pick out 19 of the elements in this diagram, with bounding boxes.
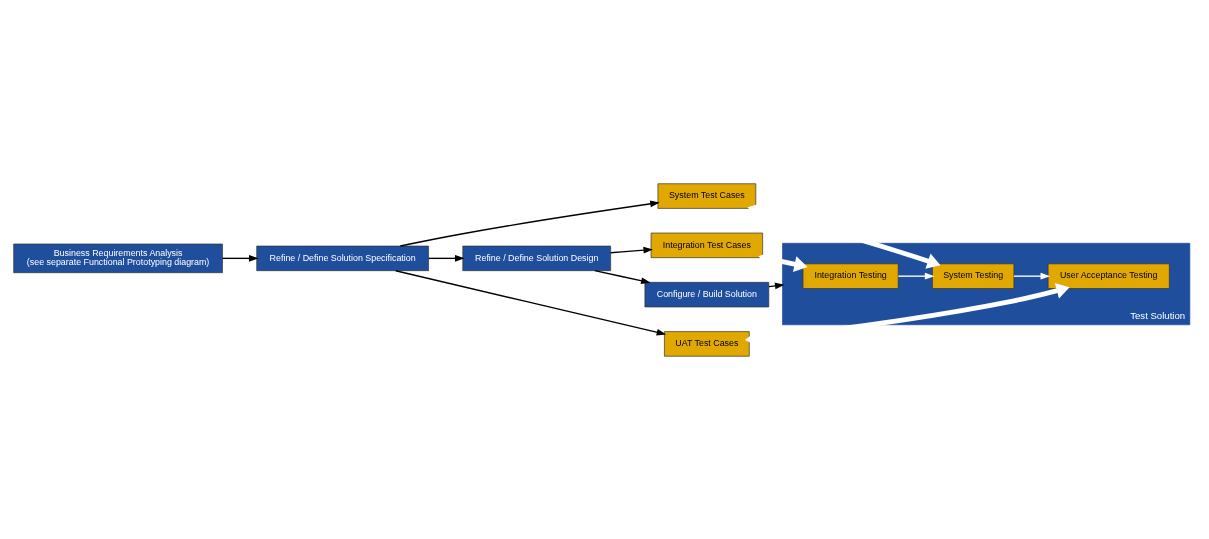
node-box: System Test Cases: [657, 182, 757, 209]
node-box: Refine / Define Solution Design: [462, 245, 611, 271]
arrow: [897, 272, 935, 280]
arrow: [1013, 272, 1051, 280]
node-box: Refine / Define Solution Specification: [256, 245, 429, 271]
arrow: [747, 202, 941, 269]
node-box: Integration Testing: [802, 263, 899, 289]
node-box: Business Requirements Analysis (see separate Functional Prototyping diagram): [13, 243, 223, 273]
arrow: [428, 254, 465, 262]
arrow: [221, 254, 259, 262]
arrow: [594, 269, 651, 284]
node-box: UAT Test Cases: [664, 330, 750, 357]
node-box: User Acceptance Testing: [1047, 263, 1170, 289]
node-box: Integration Test Cases: [650, 232, 763, 258]
node-box: Configure / Build Solution: [644, 281, 770, 307]
arrow: [399, 200, 660, 247]
arrow: [610, 246, 654, 254]
node-box: System Testing: [932, 263, 1015, 289]
arrow: [395, 269, 667, 336]
